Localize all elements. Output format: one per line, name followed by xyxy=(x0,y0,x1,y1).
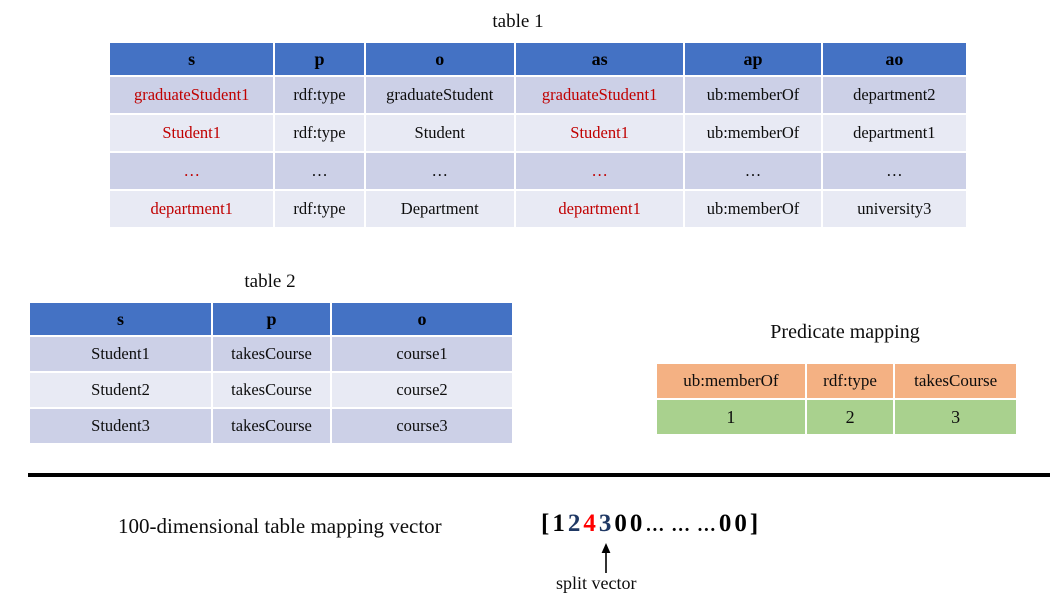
table-mapping-vector: [124300… … …00] xyxy=(540,508,760,542)
table-row: Student1 takesCourse course1 xyxy=(30,337,512,371)
predicate-mapping-table: ub:memberOf rdf:type takesCourse 1 2 3 xyxy=(655,362,1018,436)
table1-cell: … xyxy=(365,153,514,189)
vector-token-3: 3 xyxy=(598,510,613,537)
table1-col-p: p xyxy=(275,43,364,75)
table1: s p o as ap ao graduateStudent1 rdf:type… xyxy=(108,41,968,229)
table1-cell: … xyxy=(110,153,274,189)
table1-cell: … xyxy=(275,153,364,189)
table1-cell: … xyxy=(515,153,684,189)
predicate-key: rdf:type xyxy=(806,364,894,398)
table-row: Student2 takesCourse course2 xyxy=(30,373,512,407)
table1-cell: rdf:type xyxy=(275,77,364,113)
vector-token-0: 1 xyxy=(552,510,566,537)
table2-cell: takesCourse xyxy=(213,409,330,443)
table1-cell: department1 xyxy=(110,191,274,227)
table1-col-ap: ap xyxy=(685,43,821,75)
table1-col-as: as xyxy=(515,43,684,75)
table1-col-s: s xyxy=(110,43,274,75)
table2-cell: course1 xyxy=(332,337,512,371)
table1-col-ao: ao xyxy=(822,43,966,75)
table-row: graduateStudent1 rdf:type graduateStuden… xyxy=(110,77,966,113)
table2-cell: course2 xyxy=(332,373,512,407)
table2-cell: Student1 xyxy=(30,337,211,371)
split-vector-label: split vector xyxy=(556,573,637,593)
table2-col-o: o xyxy=(332,303,512,335)
table2-cell: takesCourse xyxy=(213,373,330,407)
table1-cell: ub:memberOf xyxy=(685,77,821,113)
table2-col-p: p xyxy=(213,303,330,335)
section-divider xyxy=(28,473,1050,477)
table2-header-row: s p o xyxy=(30,303,512,335)
table2-cell: course3 xyxy=(332,409,512,443)
table1-cell: Student1 xyxy=(110,115,274,151)
table1-cell: department1 xyxy=(822,115,966,151)
vector-label: 100-dimensional table mapping vector xyxy=(118,514,442,538)
vector-token-4: 0 xyxy=(614,510,628,537)
table2-cell: takesCourse xyxy=(213,337,330,371)
predicate-mapping-caption: Predicate mapping xyxy=(770,321,920,343)
vector-token-8: 0 xyxy=(734,510,748,537)
predicate-key: ub:memberOf xyxy=(657,364,805,398)
up-arrow-icon xyxy=(601,543,611,573)
table-row: department1 rdf:type Department departme… xyxy=(110,191,966,227)
vector-token-7: 0 xyxy=(718,510,733,537)
table1-cell: … xyxy=(685,153,821,189)
table1-cell: Student1 xyxy=(515,115,684,151)
table1-cell: graduateStudent1 xyxy=(110,77,274,113)
table1-cell: … xyxy=(822,153,966,189)
predicate-mapping-values-row: 1 2 3 xyxy=(657,400,1016,434)
table-row: Student1 rdf:type Student Student1 ub:me… xyxy=(110,115,966,151)
table1-cell: rdf:type xyxy=(275,115,364,151)
table1-header-row: s p o as ap ao xyxy=(110,43,966,75)
table2: s p o Student1 takesCourse course1 Stude… xyxy=(28,301,514,445)
table-row: Student3 takesCourse course3 xyxy=(30,409,512,443)
table1-cell: ub:memberOf xyxy=(685,191,821,227)
table1-cell: university3 xyxy=(822,191,966,227)
table1-caption: table 1 xyxy=(492,11,544,32)
predicate-value: 1 xyxy=(657,400,805,434)
predicate-value: 3 xyxy=(895,400,1016,434)
table1-cell: department2 xyxy=(822,77,966,113)
table2-cell: Student3 xyxy=(30,409,211,443)
vector-token-1: 2 xyxy=(567,510,582,537)
table1-cell: graduateStudent xyxy=(365,77,514,113)
vector-close-bracket: ] xyxy=(749,510,760,537)
predicate-value: 2 xyxy=(806,400,894,434)
table2-caption: table 2 xyxy=(244,271,296,292)
table1-cell: rdf:type xyxy=(275,191,364,227)
predicate-mapping-keys-row: ub:memberOf rdf:type takesCourse xyxy=(657,364,1016,398)
vector-ellipsis: … … … xyxy=(645,515,717,536)
table1-cell: Department xyxy=(365,191,514,227)
vector-open-bracket: [ xyxy=(541,510,551,537)
table2-col-s: s xyxy=(30,303,211,335)
table1-cell: graduateStudent1 xyxy=(515,77,684,113)
table2-cell: Student2 xyxy=(30,373,211,407)
table1-cell: department1 xyxy=(515,191,684,227)
table1-cell: Student xyxy=(365,115,514,151)
table-row: … … … … … … xyxy=(110,153,966,189)
table1-col-o: o xyxy=(365,43,514,75)
table1-cell: ub:memberOf xyxy=(685,115,821,151)
vector-token-2: 4 xyxy=(583,510,597,537)
predicate-key: takesCourse xyxy=(895,364,1016,398)
vector-token-5: 0 xyxy=(629,510,644,537)
